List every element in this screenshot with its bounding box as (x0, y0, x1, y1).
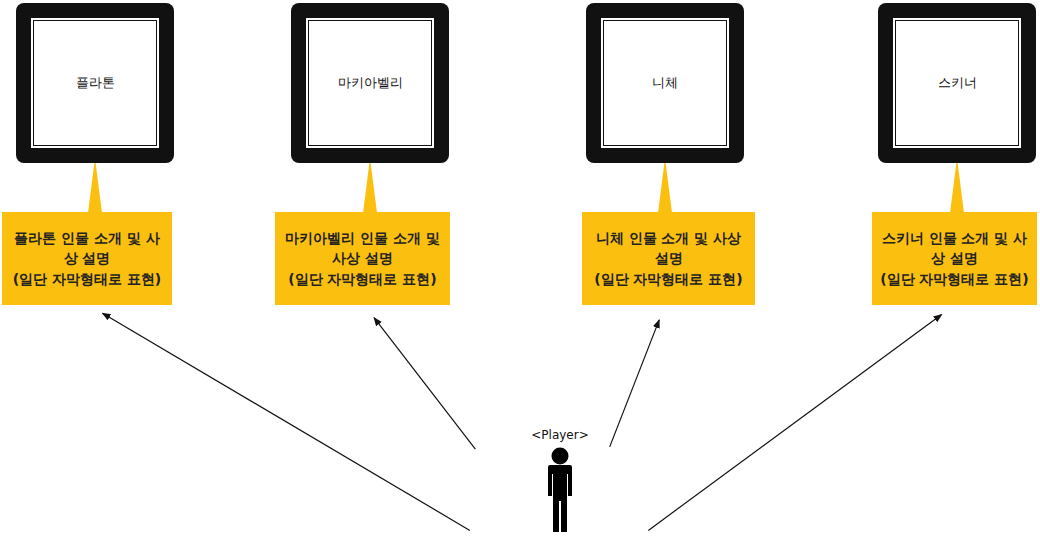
node-text: (일단 자막형태로 표현) (880, 269, 1029, 289)
node-text: 스키너 (938, 74, 977, 92)
arrow-connector (374, 318, 475, 450)
node-text: (일단 자막형태로 표현) (594, 269, 743, 289)
player-node: <Player> (468, 426, 652, 542)
caption-box: 니체 인물 소개 및 사상 설명(일단 자막형태로 표현) (582, 212, 755, 305)
node-text: 마키아벨리 인물 소개 및 사상 설명 (281, 228, 444, 269)
portrait-frame: 마키아벨리 (293, 5, 447, 161)
callout-tail (363, 158, 377, 213)
caption-box: 마키아벨리 인물 소개 및 사상 설명(일단 자막형태로 표현) (275, 212, 450, 305)
node-text: 마키아벨리 (338, 74, 403, 92)
caption-box: 스키너 인물 소개 및 사상 설명(일단 자막형태로 표현) (872, 212, 1037, 305)
node-text: 플라톤 인물 소개 및 사상 설명 (8, 228, 166, 269)
arrow-connector (648, 314, 941, 530)
callout-tail (88, 158, 102, 213)
portrait-frame: 스키너 (880, 5, 1034, 161)
node-text: 스키너 인물 소개 및 사상 설명 (878, 228, 1031, 269)
arrow-connector (102, 313, 469, 530)
node-text: (일단 자막형태로 표현) (288, 269, 437, 289)
node-text: 니체 (652, 74, 678, 92)
person-figure (540, 446, 580, 532)
callout-tail (950, 158, 964, 213)
caption-box: 플라톤 인물 소개 및 사상 설명(일단 자막형태로 표현) (2, 212, 172, 305)
arrow-connector (610, 320, 660, 447)
node-text: (일단 자막형태로 표현) (13, 269, 162, 289)
callout-tail (658, 158, 672, 213)
node-text: <Player> (531, 428, 588, 442)
node-text: 니체 인물 소개 및 사상 설명 (588, 228, 749, 269)
node-text: 플라톤 (76, 74, 115, 92)
portrait-frame: 플라톤 (18, 5, 172, 161)
portrait-frame: 니체 (588, 5, 742, 161)
